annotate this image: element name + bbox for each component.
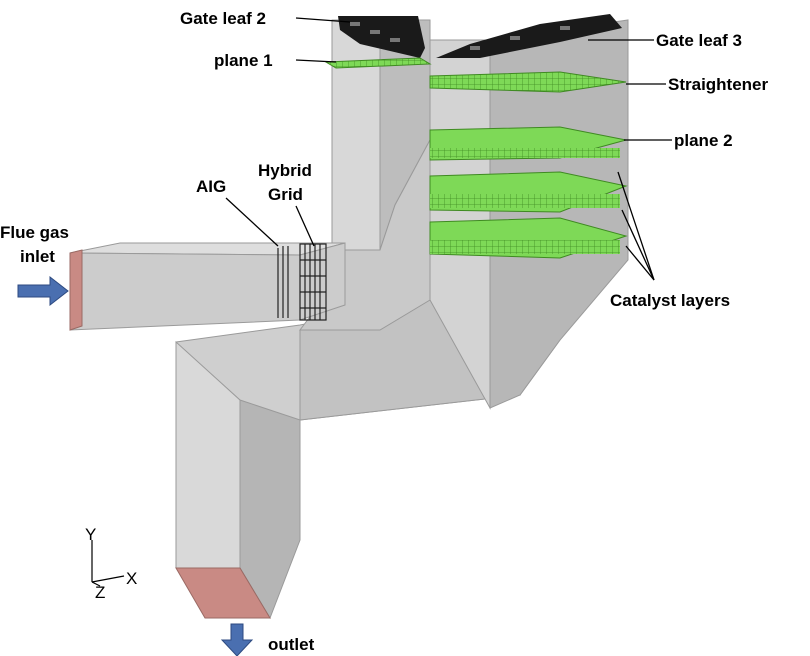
label-aig: AIG xyxy=(196,177,226,196)
leader-hybrid-grid xyxy=(295,205,315,247)
label-catalyst-layers: Catalyst layers xyxy=(610,291,730,310)
leader-gate-leaf-2 xyxy=(295,17,351,23)
inlet-duct-front xyxy=(69,242,346,331)
label-plane-2: plane 2 xyxy=(674,131,733,150)
reactor-side xyxy=(489,19,629,409)
upper-duct-front xyxy=(331,19,381,251)
label-flue-gas-inlet-1: Flue gas xyxy=(0,223,69,242)
leader-plane-1 xyxy=(295,59,337,63)
label-plane-1: plane 1 xyxy=(214,51,273,70)
label-flue-gas-inlet-2: inlet xyxy=(20,247,55,266)
gate-highlight-steps xyxy=(350,22,570,50)
hybrid-grid xyxy=(299,243,327,321)
axis-y-label: Y xyxy=(85,525,96,544)
straightener-shape xyxy=(429,71,627,93)
plane-2-grid xyxy=(430,148,620,158)
plane-1-shape xyxy=(324,57,432,69)
axis-z-label: Z xyxy=(95,583,105,602)
gate-leaf-3-shape xyxy=(436,14,622,58)
inlet-port xyxy=(69,249,83,331)
outlet-arrow-icon xyxy=(220,623,254,656)
axis-triad-icon xyxy=(91,540,125,587)
inlet-arrow-icon xyxy=(17,275,69,307)
leader-catalyst-1 xyxy=(617,171,655,281)
axis-x-label: X xyxy=(126,569,137,588)
gate-leaf-2-shape xyxy=(338,16,425,58)
outlet-port xyxy=(175,567,271,619)
leader-catalyst-3 xyxy=(625,245,655,281)
label-hybrid-grid-2: Grid xyxy=(268,185,303,204)
label-outlet: outlet xyxy=(268,635,315,654)
catalyst-layer-2-grid xyxy=(430,240,620,254)
label-straightener: Straightener xyxy=(668,75,769,94)
aig-grid xyxy=(277,246,289,318)
leader-aig xyxy=(225,197,279,247)
label-hybrid-grid-1: Hybrid xyxy=(258,161,312,180)
label-gate-leaf-3: Gate leaf 3 xyxy=(656,31,742,50)
leader-catalyst-2 xyxy=(621,209,655,281)
catalyst-layer-1-grid xyxy=(430,194,620,208)
label-gate-leaf-2: Gate leaf 2 xyxy=(180,9,266,28)
